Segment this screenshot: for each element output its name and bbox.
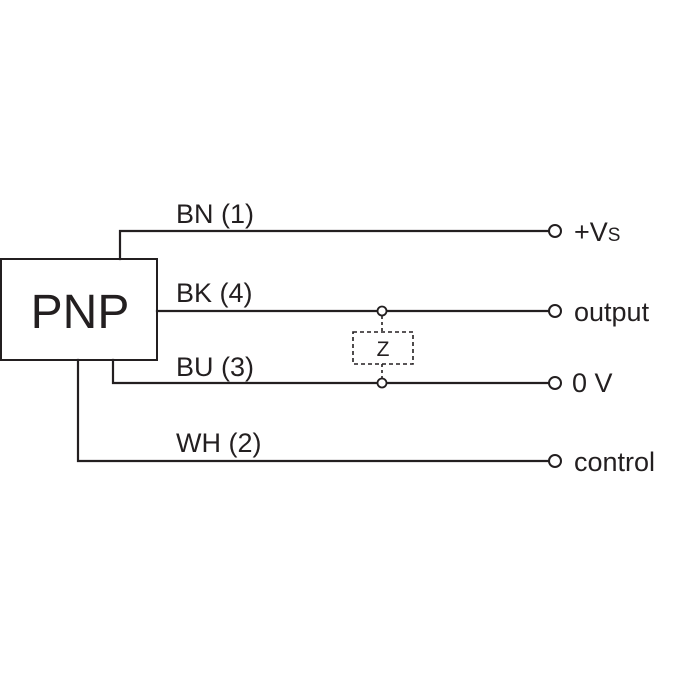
wire-bn (118, 229, 551, 261)
terminal-label-vs-sub: S (608, 225, 621, 246)
wire-bu (111, 358, 551, 385)
terminal-label-0v: 0 V (572, 368, 613, 398)
terminal-label-vs-main: +V (574, 217, 608, 247)
terminal-output (548, 304, 562, 318)
wire-label-wh: WH (2) (176, 428, 261, 458)
junction-0v (376, 377, 388, 389)
load-z-label: Z (377, 338, 390, 361)
terminal-label-vs: +VS (574, 217, 620, 247)
wire-wh (76, 358, 551, 463)
terminal-control (548, 454, 562, 468)
wire-label-bn: BN (1) (176, 199, 254, 229)
terminal-label-output: output (574, 297, 650, 327)
terminal-label-control: control (574, 447, 655, 477)
wire-label-bk: BK (4) (176, 278, 253, 308)
terminal-0v (548, 376, 562, 390)
load-z-box (352, 331, 414, 365)
terminal-vs (548, 224, 562, 238)
junction-output (376, 305, 388, 317)
device-type-label: PNP (31, 286, 130, 339)
wire-label-bu: BU (3) (176, 352, 254, 382)
pnp-device-box (0, 258, 158, 361)
